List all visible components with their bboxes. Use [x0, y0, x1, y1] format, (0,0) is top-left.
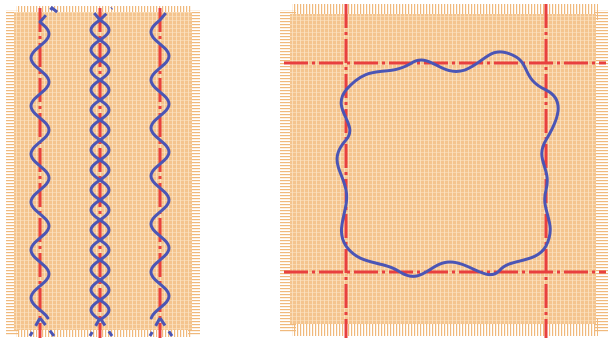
- left-stitch-wave-2a: [89, 18, 111, 320]
- right-fabric-panel: [280, 4, 608, 338]
- right-fringe-right: [594, 10, 608, 332]
- left-stitch-bottom-dashes: [28, 317, 174, 337]
- right-fabric: [290, 14, 596, 324]
- right-stitch-loop: [335, 50, 560, 278]
- left-stitch-wave-3: [149, 18, 171, 320]
- left-stitch-top-dashes: [38, 5, 172, 23]
- left-fabric-panel: [6, 5, 200, 338]
- left-stitch-wave-1: [29, 20, 51, 320]
- left-stitch-wave-2b: [89, 18, 111, 320]
